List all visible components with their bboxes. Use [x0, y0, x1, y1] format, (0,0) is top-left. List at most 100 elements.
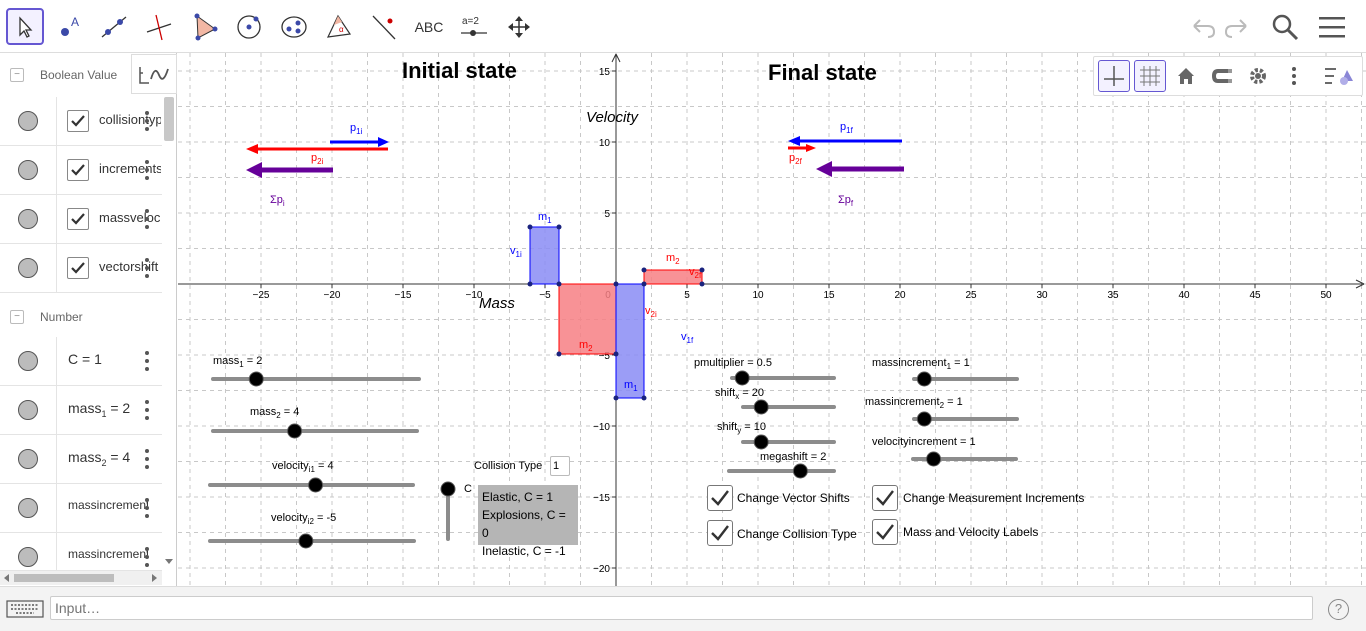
massincrement1-slider[interactable]	[912, 371, 1019, 387]
scrollbar-thumb[interactable]	[14, 574, 114, 582]
rect-m1-initial[interactable]	[529, 226, 560, 285]
more-options-icon[interactable]	[144, 449, 150, 469]
more-options-icon[interactable]	[144, 547, 150, 567]
visibility-toggle[interactable]	[18, 498, 38, 518]
move-tool-button[interactable]	[6, 8, 44, 45]
vector-p1i[interactable]	[330, 137, 389, 147]
pmultiplier-slider[interactable]	[730, 370, 836, 386]
pmultiplier-slider-handle[interactable]	[734, 370, 750, 386]
scroll-down-arrow-icon[interactable]	[164, 558, 174, 566]
more-options-icon[interactable]	[144, 160, 150, 180]
shifty-slider[interactable]	[741, 434, 836, 450]
shifty-slider-handle[interactable]	[753, 434, 769, 450]
style-bar-toggle-button[interactable]	[1322, 60, 1354, 92]
more-options-icon[interactable]	[144, 498, 150, 518]
algebra-row-number[interactable]: massincrement1	[0, 484, 162, 533]
boolean-checkbox[interactable]	[67, 159, 89, 181]
massincrement2-slider[interactable]	[912, 411, 1019, 427]
velocity1-slider[interactable]	[208, 477, 415, 493]
mass1-slider[interactable]	[211, 371, 421, 387]
shiftx-slider-handle[interactable]	[753, 399, 769, 415]
visibility-toggle[interactable]	[18, 209, 38, 229]
standard-view-button[interactable]	[1170, 60, 1202, 92]
boolean-section-header[interactable]: − Boolean Value	[0, 53, 162, 97]
number-section-header[interactable]: − Number	[0, 295, 162, 339]
visibility-toggle[interactable]	[18, 400, 38, 420]
circle-tool-button[interactable]	[230, 8, 268, 45]
algebra-row-number[interactable]: mass1 = 2	[0, 386, 162, 435]
more-options-icon[interactable]	[144, 351, 150, 371]
visibility-toggle[interactable]	[18, 111, 38, 131]
algebra-row-boolean[interactable]: collisiontype	[0, 97, 162, 146]
collapse-icon[interactable]: −	[10, 68, 24, 82]
collision-type-input[interactable]: 1	[550, 456, 570, 476]
algebra-input-field[interactable]	[50, 596, 1313, 620]
main-menu-button[interactable]	[1315, 10, 1349, 44]
line-tool-button[interactable]	[95, 8, 133, 45]
collapse-icon[interactable]: −	[10, 310, 24, 324]
massincrement2-slider-handle[interactable]	[916, 411, 932, 427]
angle-tool-button[interactable]: α	[320, 8, 358, 45]
change-collision-type-checkbox[interactable]	[707, 520, 733, 546]
more-options-icon[interactable]	[144, 400, 150, 420]
massincrement1-slider-handle[interactable]	[916, 371, 932, 387]
change-vector-shifts-checkbox[interactable]	[707, 485, 733, 511]
vector-sum-final[interactable]	[816, 161, 904, 177]
algebra-row-number[interactable]: mass2 = 4	[0, 435, 162, 484]
input-help-icon[interactable]: ?	[1328, 599, 1349, 620]
more-options-icon[interactable]	[144, 209, 150, 229]
more-options-icon[interactable]	[144, 258, 150, 278]
slider-tool-button[interactable]: a=2	[455, 8, 493, 45]
rect-vertices[interactable]	[527, 224, 705, 401]
graphics-canvas[interactable]: −25−20−15−10−50510152025303540455015105−…	[178, 53, 1366, 586]
vector-sum-initial[interactable]	[246, 162, 333, 178]
toggle-axes-button[interactable]	[1098, 60, 1130, 92]
algebra-row-number[interactable]: C = 1	[0, 337, 162, 386]
point-capturing-button[interactable]	[1206, 60, 1238, 92]
vector-p1f[interactable]	[788, 136, 902, 146]
velocityincrement-slider[interactable]	[911, 451, 1018, 467]
mass1-slider-handle[interactable]	[248, 371, 264, 387]
vector-p2f[interactable]	[788, 144, 816, 152]
visibility-toggle[interactable]	[18, 258, 38, 278]
boolean-checkbox[interactable]	[67, 257, 89, 279]
keyboard-icon[interactable]	[6, 600, 44, 618]
more-options-button[interactable]	[1278, 60, 1310, 92]
perpendicular-line-tool-button[interactable]	[140, 8, 178, 45]
megashift-slider-handle[interactable]	[792, 463, 808, 479]
algebra-style-button[interactable]	[131, 54, 177, 94]
c-slider[interactable]	[440, 481, 456, 541]
graphics-settings-button[interactable]	[1242, 60, 1274, 92]
toggle-grid-button[interactable]	[1134, 60, 1166, 92]
undo-button[interactable]	[1185, 10, 1219, 44]
visibility-toggle[interactable]	[18, 351, 38, 371]
algebra-vertical-scrollbar[interactable]	[164, 97, 174, 141]
megashift-slider[interactable]	[727, 463, 836, 479]
velocity2-slider-handle[interactable]	[298, 533, 314, 549]
algebra-row-boolean[interactable]: massvelocity	[0, 195, 162, 244]
algebra-horizontal-scrollbar[interactable]	[0, 571, 162, 585]
algebra-row-boolean[interactable]: vectorshift	[0, 244, 162, 293]
mass2-slider-handle[interactable]	[287, 423, 303, 439]
redo-button[interactable]	[1221, 10, 1255, 44]
mass2-slider[interactable]	[211, 423, 419, 439]
algebra-row-boolean[interactable]: incrementshift	[0, 146, 162, 195]
visibility-toggle[interactable]	[18, 160, 38, 180]
text-tool-button[interactable]: ABC	[410, 8, 448, 45]
graphics-view[interactable]: −25−20−15−10−50510152025303540455015105−…	[178, 53, 1366, 586]
conic-tool-button[interactable]	[275, 8, 313, 45]
shiftx-slider[interactable]	[741, 399, 836, 415]
velocity1-slider-handle[interactable]	[308, 477, 324, 493]
change-measurement-increments-checkbox[interactable]	[872, 485, 898, 511]
polygon-tool-button[interactable]	[185, 8, 223, 45]
c-slider-handle[interactable]	[440, 481, 456, 497]
boolean-checkbox[interactable]	[67, 208, 89, 230]
reflect-tool-button[interactable]	[365, 8, 403, 45]
algebra-row-number[interactable]: massincrement2	[0, 533, 162, 582]
boolean-checkbox[interactable]	[67, 110, 89, 132]
velocity2-slider[interactable]	[208, 533, 416, 549]
more-options-icon[interactable]	[144, 111, 150, 131]
slider-tracks[interactable]	[208, 370, 1019, 549]
search-button[interactable]	[1268, 10, 1302, 44]
visibility-toggle[interactable]	[18, 449, 38, 469]
